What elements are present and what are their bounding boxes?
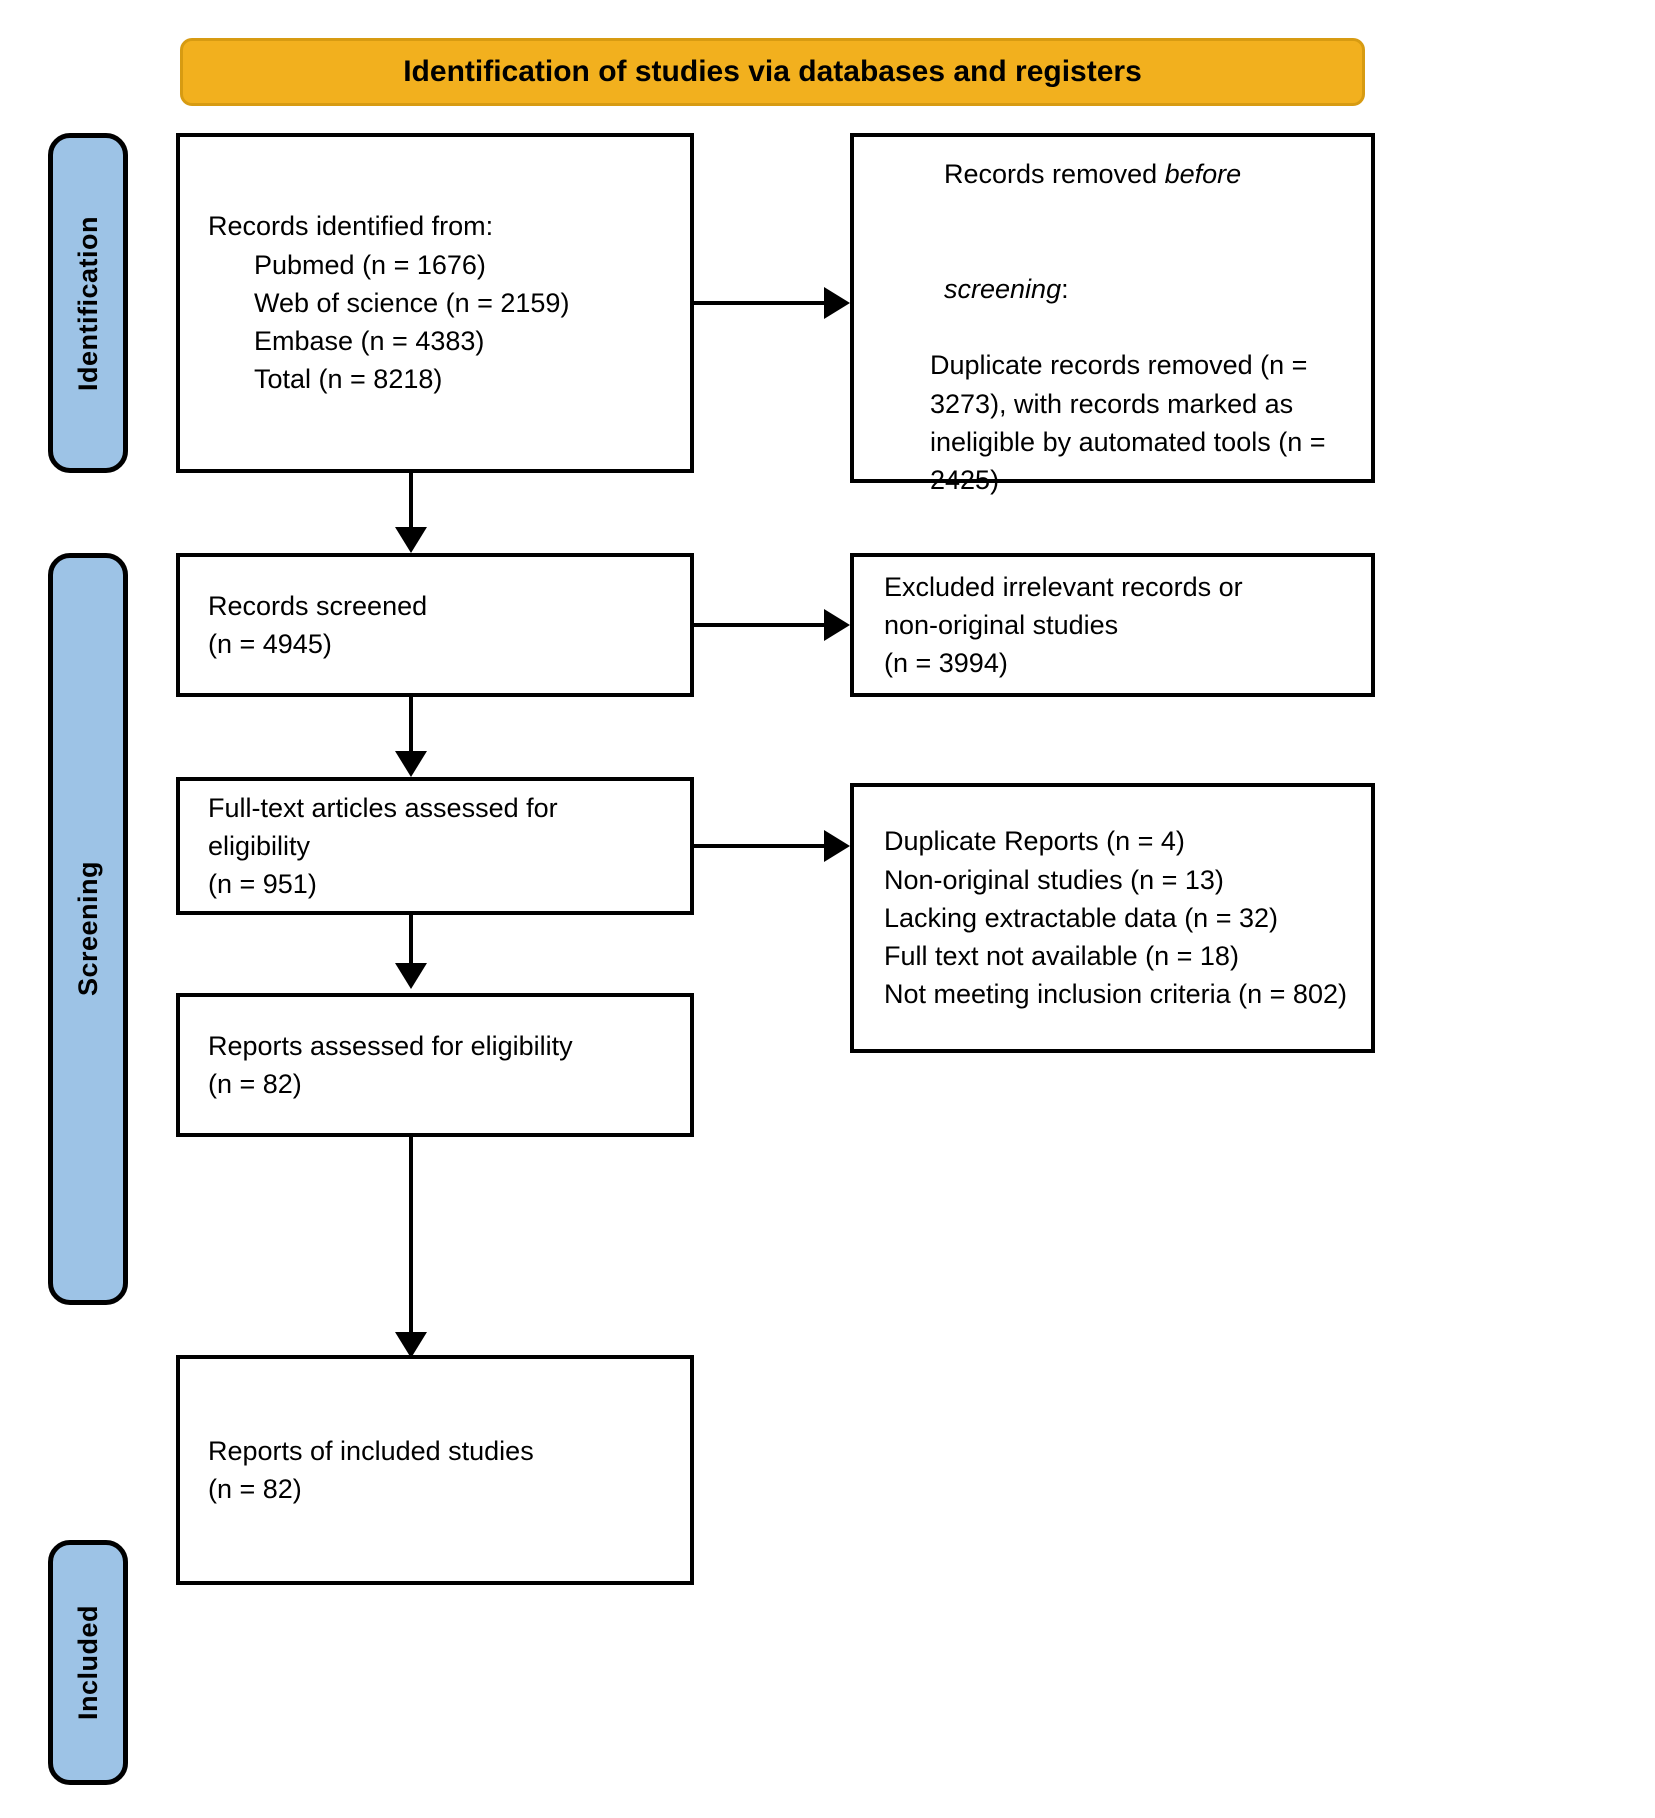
banner-identification-header: Identification of studies via databases … (180, 38, 1365, 106)
records-excluded-line-0: Excluded irrelevant records or (884, 571, 1243, 602)
connector-identified-to-removed-arrowhead (824, 287, 850, 319)
box-records-excluded: Excluded irrelevant records or non-origi… (850, 553, 1375, 697)
records-removed-heading-pre: Records removed (944, 158, 1165, 189)
box-records-removed-before-screening: Records removed before screening: Duplic… (850, 133, 1375, 495)
stage-label-included-text: Included (72, 1604, 103, 1720)
connector-screened-to-excluded-line (694, 623, 824, 627)
records-removed-heading-colon: : (1061, 273, 1069, 304)
records-removed-body: Duplicate records removed (n = 3273), wi… (930, 350, 1334, 496)
records-identified-line-0: Records identified from: (208, 211, 494, 242)
connector-identified-to-screened-line (409, 473, 413, 537)
box-reports-assessed: Reports assessed for eligibility (n = 82… (176, 993, 694, 1137)
box-fulltext-assessed: Full-text articles assessed for eligibil… (176, 777, 694, 915)
stage-label-screening: Screening (48, 553, 128, 1305)
connector-screened-to-fulltext-arrowhead (395, 751, 427, 777)
fulltext-excluded-line-2: Lacking extractable data (n = 32) (884, 902, 1278, 933)
box-records-identified: Records identified from: Pubmed (n = 167… (176, 133, 694, 473)
reports-included-line-0: Reports of included studies (208, 1435, 534, 1466)
records-screened-line-1: (n = 4945) (208, 629, 332, 659)
records-identified-line-2: Web of science (n = 2159) (254, 287, 570, 318)
stage-label-included: Included (48, 1540, 128, 1785)
records-identified-line-1: Pubmed (n = 1676) (254, 249, 486, 280)
connector-reports-to-included-line (409, 1137, 413, 1342)
records-removed-heading-italic-screening: screening (944, 273, 1062, 304)
connector-screened-to-excluded-arrowhead (824, 609, 850, 641)
connector-identified-to-screened-arrowhead (395, 527, 427, 553)
connector-fulltext-to-reports-arrowhead (395, 963, 427, 989)
stage-label-identification-text: Identification (72, 215, 103, 391)
records-screened-line-0: Records screened (208, 590, 428, 621)
connector-identified-to-removed-line (694, 301, 824, 305)
reports-assessed-line-1: (n = 82) (208, 1069, 302, 1099)
connector-fulltext-to-excluded-line (694, 844, 824, 848)
connector-reports-to-included-arrowhead (395, 1332, 427, 1358)
connector-fulltext-to-reports-line (409, 915, 413, 973)
records-removed-heading-line2: screening: (884, 231, 1353, 346)
records-identified-line-3: Embase (n = 4383) (254, 326, 485, 357)
box-records-screened: Records screened (n = 4945) (176, 553, 694, 697)
fulltext-assessed-line-1: eligibility (208, 830, 311, 861)
reports-included-line-1: (n = 82) (208, 1474, 302, 1504)
connector-screened-to-fulltext-line (409, 697, 413, 761)
fulltext-assessed-line-2: (n = 951) (208, 869, 317, 900)
fulltext-excluded-line-4: Not meeting inclusion criteria (n = 802) (884, 979, 1347, 1010)
connector-fulltext-to-excluded-arrowhead (824, 830, 850, 862)
records-excluded-line-2: (n = 3994) (884, 648, 1008, 679)
records-identified-line-4: Total (n = 8218) (254, 364, 443, 395)
fulltext-excluded-line-1: Non-original studies (n = 13) (884, 864, 1224, 895)
fulltext-excluded-line-3: Full text not available (n = 18) (884, 941, 1239, 972)
box-fulltext-excluded-reasons: Duplicate Reports (n = 4) Non-original s… (850, 783, 1375, 1053)
fulltext-excluded-line-0: Duplicate Reports (n = 4) (884, 826, 1185, 857)
box-reports-included: Reports of included studies (n = 82) (176, 1355, 694, 1585)
stage-label-identification: Identification (48, 133, 128, 473)
records-removed-heading: Records removed before (884, 116, 1353, 231)
reports-assessed-line-0: Reports assessed for eligibility (208, 1030, 573, 1061)
banner-title: Identification of studies via databases … (403, 55, 1142, 88)
stage-label-screening-text: Screening (72, 861, 103, 997)
records-excluded-line-1: non-original studies (884, 609, 1119, 640)
fulltext-assessed-line-0: Full-text articles assessed for (208, 792, 558, 823)
records-removed-heading-italic-before: before (1164, 158, 1242, 189)
